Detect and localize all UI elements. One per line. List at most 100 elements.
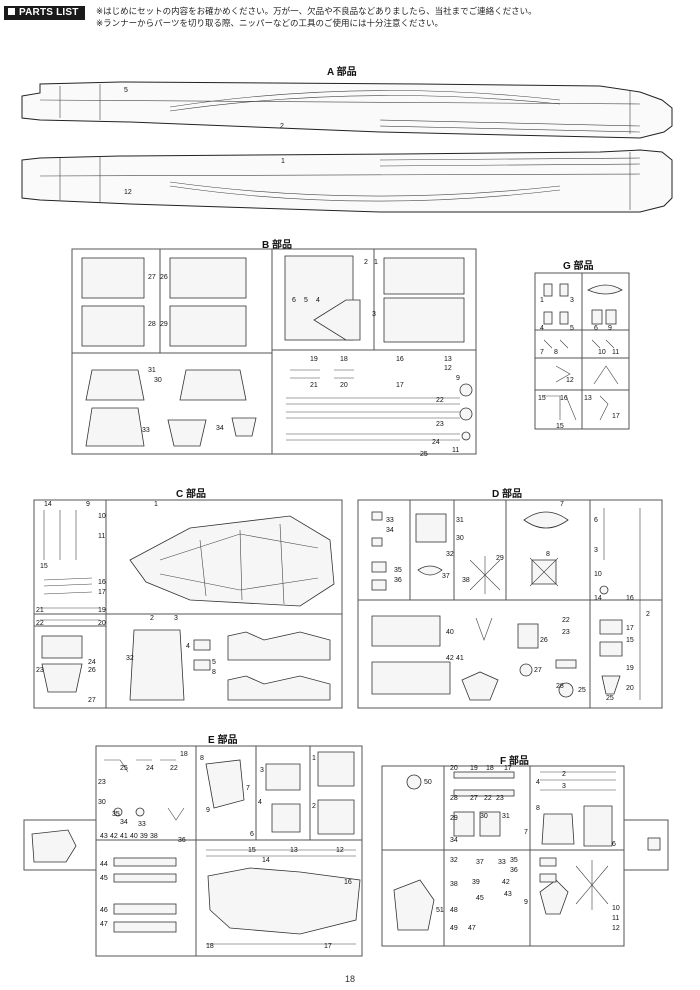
square-bullet-icon	[8, 8, 15, 15]
svg-text:10: 10	[612, 905, 620, 912]
svg-text:20: 20	[450, 765, 458, 772]
svg-text:28: 28	[450, 795, 458, 802]
svg-text:3: 3	[174, 615, 178, 622]
svg-text:10: 10	[598, 349, 606, 356]
sprue-a-title: A 部品	[327, 67, 357, 78]
svg-text:25: 25	[578, 687, 586, 694]
svg-text:23: 23	[36, 667, 44, 674]
svg-text:8: 8	[536, 805, 540, 812]
svg-text:31: 31	[456, 517, 464, 524]
svg-text:27: 27	[470, 795, 478, 802]
svg-text:2: 2	[364, 259, 368, 266]
svg-text:38: 38	[450, 881, 458, 888]
svg-text:9: 9	[86, 501, 90, 508]
svg-text:50: 50	[424, 779, 432, 786]
svg-text:15: 15	[626, 637, 634, 644]
svg-text:13: 13	[584, 395, 592, 402]
svg-text:8: 8	[554, 349, 558, 356]
svg-text:33: 33	[142, 427, 150, 434]
svg-text:30: 30	[480, 813, 488, 820]
svg-text:17: 17	[504, 765, 512, 772]
svg-text:3: 3	[570, 297, 574, 304]
sprue-f-title: F 部品	[500, 756, 529, 767]
svg-text:30: 30	[98, 799, 106, 806]
b-bulkhead-frames	[81, 255, 465, 447]
svg-text:40: 40	[130, 833, 138, 840]
svg-text:5: 5	[212, 659, 216, 666]
svg-text:1: 1	[540, 297, 544, 304]
svg-text:22: 22	[170, 765, 178, 772]
svg-text:4: 4	[186, 643, 190, 650]
svg-text:17: 17	[612, 413, 620, 420]
svg-text:14: 14	[44, 501, 52, 508]
svg-text:19: 19	[626, 665, 634, 672]
svg-text:18: 18	[180, 751, 188, 758]
svg-text:24: 24	[146, 765, 154, 772]
svg-text:8: 8	[200, 755, 204, 762]
svg-text:22: 22	[562, 617, 570, 624]
svg-text:34: 34	[216, 425, 224, 432]
svg-text:26: 26	[160, 274, 168, 281]
svg-text:9: 9	[608, 325, 612, 332]
svg-text:31: 31	[148, 367, 156, 374]
svg-text:46: 46	[100, 907, 108, 914]
svg-text:28: 28	[556, 683, 564, 690]
svg-text:36: 36	[394, 577, 402, 584]
svg-text:23: 23	[496, 795, 504, 802]
svg-text:22: 22	[484, 795, 492, 802]
svg-text:34: 34	[120, 819, 128, 826]
svg-text:11: 11	[452, 447, 459, 454]
sprue-e-title: E 部品	[208, 735, 238, 746]
svg-text:1: 1	[374, 259, 378, 266]
svg-text:25: 25	[120, 765, 128, 772]
svg-text:6: 6	[594, 325, 598, 332]
svg-text:32: 32	[126, 655, 134, 662]
parts-list-title: PARTS LIST	[19, 7, 79, 18]
svg-text:27: 27	[88, 697, 96, 704]
svg-text:2: 2	[312, 803, 316, 810]
svg-text:27: 27	[534, 667, 542, 674]
svg-text:7: 7	[560, 501, 564, 508]
svg-text:17: 17	[626, 625, 634, 632]
svg-text:35: 35	[510, 857, 518, 864]
svg-text:10: 10	[98, 513, 106, 520]
parts-list-header: PARTS LIST	[4, 6, 85, 20]
svg-text:9: 9	[524, 899, 528, 906]
svg-text:5: 5	[570, 325, 574, 332]
svg-text:4: 4	[540, 325, 544, 332]
svg-text:15: 15	[248, 847, 256, 854]
svg-text:36: 36	[178, 837, 186, 844]
svg-text:15: 15	[556, 423, 564, 430]
svg-text:12: 12	[124, 189, 132, 196]
svg-text:5: 5	[124, 87, 128, 94]
svg-text:11: 11	[612, 349, 619, 356]
svg-text:13: 13	[444, 356, 452, 363]
svg-text:49: 49	[450, 925, 458, 932]
svg-text:18: 18	[340, 356, 348, 363]
svg-text:33: 33	[138, 821, 146, 828]
svg-text:6: 6	[594, 517, 598, 524]
svg-text:34: 34	[450, 837, 458, 844]
svg-text:16: 16	[98, 579, 106, 586]
sprue-b-title: B 部品	[262, 240, 292, 251]
svg-text:19: 19	[470, 765, 478, 772]
svg-text:24: 24	[432, 439, 440, 446]
svg-text:47: 47	[468, 925, 476, 932]
svg-text:51: 51	[436, 907, 444, 914]
svg-text:39: 39	[472, 879, 480, 886]
svg-text:1: 1	[154, 501, 158, 508]
svg-text:34: 34	[386, 527, 394, 534]
svg-text:37: 37	[476, 859, 484, 866]
svg-text:3: 3	[562, 783, 566, 790]
svg-text:24: 24	[88, 659, 96, 666]
svg-text:19: 19	[310, 356, 318, 363]
svg-text:21: 21	[36, 607, 44, 614]
svg-text:17: 17	[396, 382, 404, 389]
b-shafts	[286, 369, 473, 441]
svg-text:1: 1	[312, 755, 316, 762]
svg-text:36: 36	[510, 867, 518, 874]
